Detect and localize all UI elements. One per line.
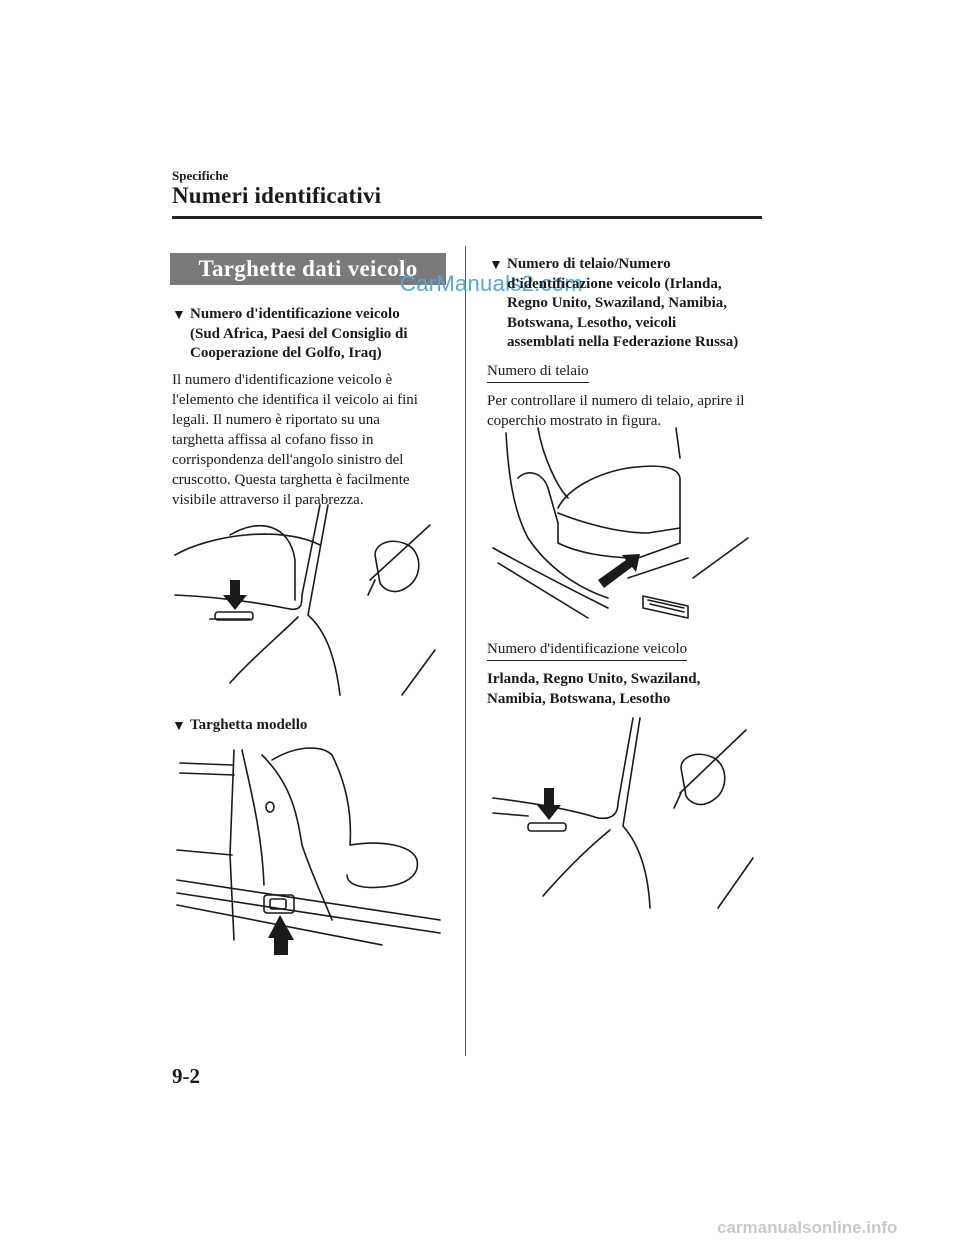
watermark-logo: CarManuals2.com bbox=[400, 271, 584, 296]
country-line: Irlanda, Regno Unito, Swaziland, bbox=[487, 671, 701, 687]
heading-line: Cooperazione del Golfo, Iraq) bbox=[190, 345, 382, 361]
paragraph-line: legali. Il numero è riportato su una bbox=[172, 412, 380, 428]
footer-site-watermark: carmanualsonline.info bbox=[717, 1218, 898, 1237]
section-label: Specifiche bbox=[172, 168, 229, 183]
chassis-number-subheading: Numero di telaio bbox=[487, 361, 589, 383]
paragraph-line: Il numero d'identificazione veicolo è bbox=[172, 372, 393, 388]
vin-dashboard-illustration-2 bbox=[492, 717, 754, 909]
model-plate-illustration bbox=[176, 747, 441, 955]
heading-line: d'identificazione veicolo (Irlanda, bbox=[507, 275, 722, 292]
header-rule bbox=[172, 216, 762, 219]
vin-dashboard-illustration bbox=[174, 504, 436, 696]
paragraph-line: cruscotto. Questa targhetta è facilmente bbox=[172, 472, 410, 488]
heading-line: (Sud Africa, Paesi del Consiglio di bbox=[190, 325, 408, 342]
vin-subheading: Numero d'identificazione veicolo bbox=[487, 639, 688, 661]
heading-line: Regno Unito, Swaziland, Namibia, bbox=[507, 295, 728, 311]
vin-paragraph: Il numero d'identificazione veicolo è l'… bbox=[172, 370, 418, 510]
heading-line: Botswana, Lesotho, veicoli bbox=[507, 314, 677, 331]
heading-line: Targhetta modello bbox=[190, 717, 308, 733]
chassis-cover-illustration bbox=[492, 427, 749, 619]
triangle-bullet-icon: ▼ bbox=[172, 719, 186, 734]
chapter-title: Numeri identificativi bbox=[172, 183, 382, 208]
paragraph-line: coperchio mostrato in figura. bbox=[487, 413, 662, 429]
vin-countries: Irlanda, Regno Unito, Swaziland, Namibia… bbox=[487, 669, 700, 709]
paragraph-line: corrispondenza dell'angolo sinistro del bbox=[172, 452, 404, 468]
triangle-bullet-icon: ▼ bbox=[172, 308, 186, 323]
heading-line: Numero d'identificazione veicolo bbox=[190, 306, 400, 322]
page-number: 9-2 bbox=[172, 1064, 200, 1088]
paragraph-line: visibile attraverso il parabrezza. bbox=[172, 492, 364, 508]
triangle-bullet-icon: ▼ bbox=[489, 258, 503, 273]
paragraph-line: targhetta affissa al cofano fisso in bbox=[172, 432, 374, 448]
paragraph-line: Per controllare il numero di telaio, apr… bbox=[487, 393, 745, 409]
chassis-heading: ▼ Numero di telaio/Numero d'identificazi… bbox=[489, 255, 739, 353]
column-divider bbox=[465, 246, 466, 1056]
vin-heading: ▼ Numero d'identificazione veicolo (Sud … bbox=[172, 305, 408, 364]
country-line: Namibia, Botswana, Lesotho bbox=[487, 691, 671, 707]
model-plate-heading: ▼ Targhetta modello bbox=[172, 716, 308, 736]
chassis-paragraph: Per controllare il numero di telaio, apr… bbox=[487, 391, 744, 431]
section-banner: Targhette dati veicolo bbox=[170, 253, 446, 285]
paragraph-line: l'elemento che identifica il veicolo ai … bbox=[172, 392, 418, 408]
heading-line: assemblati nella Federazione Russa) bbox=[507, 334, 739, 350]
heading-line: Numero di telaio/Numero bbox=[507, 256, 671, 272]
